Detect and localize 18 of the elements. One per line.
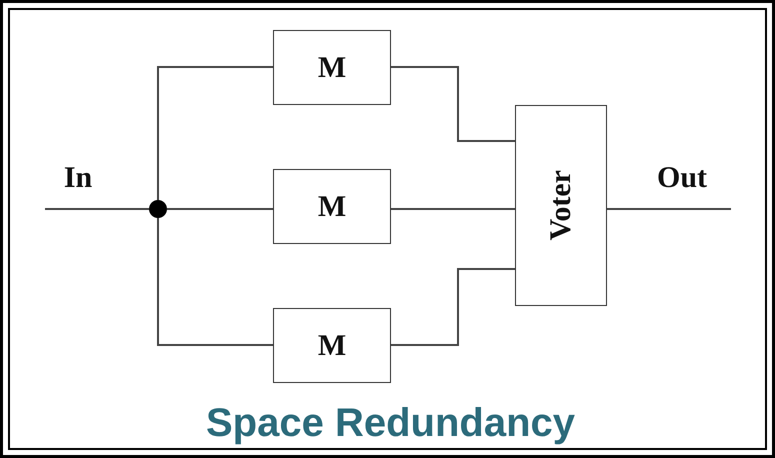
node-label: M <box>318 328 346 362</box>
connector-line <box>157 218 273 346</box>
connector-line <box>167 208 273 210</box>
module-box <box>273 169 391 244</box>
diagram-title: Space Redundancy <box>204 401 576 446</box>
connector-line <box>391 208 515 210</box>
node-label: M <box>318 190 346 224</box>
junction-dot <box>149 200 167 218</box>
module-box <box>273 308 391 383</box>
connector-line <box>391 66 515 142</box>
node-label: M <box>318 50 346 84</box>
node-label: Voter <box>544 170 578 241</box>
connector-line <box>157 66 273 200</box>
voter-box <box>515 105 607 306</box>
connector-line <box>45 208 149 210</box>
module-box <box>273 30 391 105</box>
connector-line <box>607 208 731 210</box>
connector-line <box>391 268 515 346</box>
